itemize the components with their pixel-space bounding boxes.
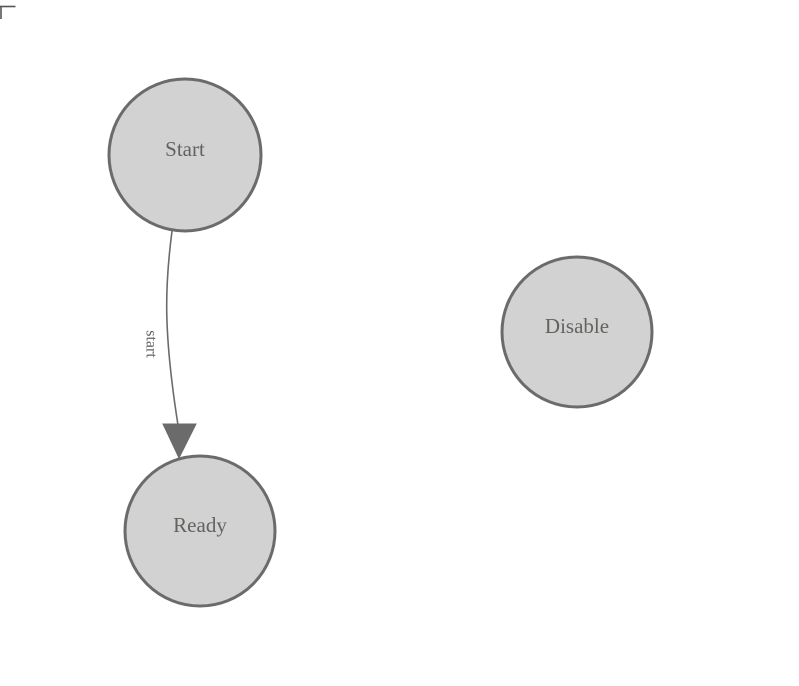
- node-ready-shape[interactable]: [123, 454, 277, 608]
- edge-line: [165, 230, 179, 426]
- edge-start-to-ready[interactable]: start: [142, 230, 197, 460]
- canvas-corner-mark: [0, 5, 16, 19]
- edge-label-start: start: [142, 330, 159, 358]
- node-disable-shape[interactable]: [500, 255, 654, 409]
- node-ready-label: Ready: [173, 513, 227, 537]
- node-disable[interactable]: Disable: [500, 255, 654, 409]
- node-start[interactable]: Start: [107, 77, 263, 233]
- node-disable-label: Disable: [545, 314, 609, 338]
- arrowhead-icon: [162, 423, 197, 460]
- node-start-shape[interactable]: [107, 77, 263, 233]
- node-ready[interactable]: Ready: [123, 454, 277, 608]
- node-start-label: Start: [165, 137, 205, 161]
